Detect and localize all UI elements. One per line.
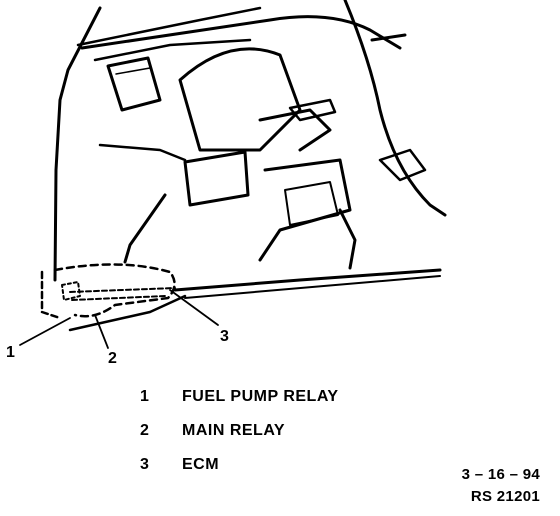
date-code: 3 – 16 – 94 — [461, 466, 540, 483]
center-tunnel — [338, 208, 357, 270]
legend-number: 3 — [140, 456, 150, 473]
floor-line — [173, 268, 442, 292]
legend-row-3: 3 ECM — [140, 456, 219, 474]
reference-code: RS 21201 — [470, 488, 540, 505]
leader-line-1 — [19, 317, 71, 346]
dashboard-inner — [93, 38, 252, 62]
a-pillar-line — [53, 6, 102, 282]
column-stalk — [288, 98, 337, 122]
relay-bracket — [40, 270, 62, 320]
leader-line-2 — [94, 314, 109, 349]
callout-3: 3 — [220, 328, 229, 345]
callout-1: 1 — [6, 344, 15, 361]
console-panel — [284, 181, 339, 226]
legend-row-1: 1 FUEL PUMP RELAY — [140, 388, 339, 406]
legend-label: ECM — [182, 456, 220, 473]
lower-dash-line — [98, 143, 187, 162]
steering-column — [258, 108, 332, 152]
legend-number: 1 — [140, 388, 150, 405]
dashboard-top — [80, 15, 402, 50]
legend-label: MAIN RELAY — [182, 422, 286, 439]
steering-wheel-outer — [343, 0, 447, 217]
legend-number: 2 — [140, 422, 150, 439]
steering-wheel-inner — [370, 33, 407, 42]
windshield-edge — [76, 6, 262, 47]
hidden-component-outline — [53, 263, 176, 318]
kick-panel-line — [123, 193, 167, 264]
cluster-hood — [178, 47, 302, 152]
callout-2: 2 — [108, 350, 117, 367]
sill-line — [68, 294, 187, 332]
console-front — [258, 158, 352, 262]
leader-line-3 — [169, 289, 219, 326]
legend-label: FUEL PUMP RELAY — [182, 388, 339, 405]
ecm-outline — [69, 287, 176, 301]
legend-row-2: 2 MAIN RELAY — [140, 422, 285, 440]
glove-box — [183, 150, 250, 207]
left-vent — [106, 56, 162, 112]
